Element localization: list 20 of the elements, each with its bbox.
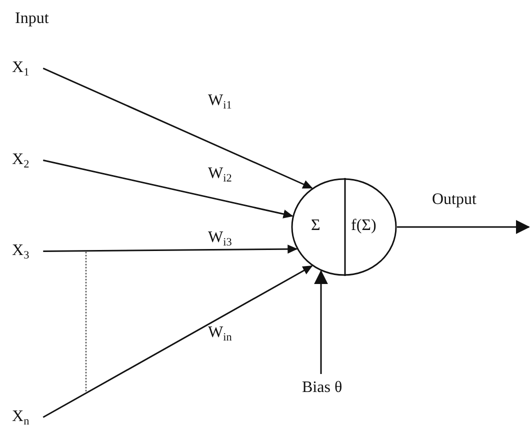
input-label: X$_{3}$ [12,243,30,262]
neuron-circle [291,178,397,276]
arrow [397,220,530,234]
edge-label: W$_{i1}$ [208,93,232,112]
edge-label: W$_{i2}$ [208,166,232,185]
edge-label: Output [432,192,476,208]
input-heading: Input [15,11,49,27]
edge-label: W$_{i3}$ [208,230,232,249]
arrow [42,68,313,189]
activation-function: f(Σ) [351,218,376,234]
edge-label: W$_{in}$ [208,325,232,344]
input-label: X$_{2}$ [12,152,30,171]
input-label: X$_{1}$ [12,60,30,79]
input-label: X$_{n}$ [12,409,30,428]
arrow [42,265,313,418]
arrow [43,160,294,218]
summation-symbol: Σ [311,218,320,234]
arrow [314,270,328,374]
bias-label: Bias θ [302,380,342,396]
arrow [43,244,298,254]
